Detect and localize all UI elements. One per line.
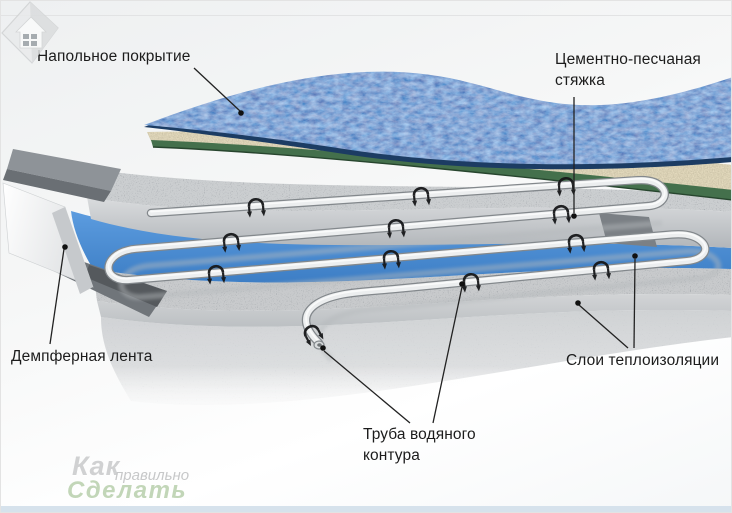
pipe-highlight <box>107 177 707 343</box>
leader-pipe-end <box>323 350 411 424</box>
underlay-tan-layer <box>147 131 731 192</box>
bottom-strip <box>1 506 731 512</box>
label-screed-line1: Цементно-песчаная <box>555 51 701 68</box>
label-insulation: Слои теплоизоляции <box>566 352 720 369</box>
label-pipe: Труба водяного контура <box>363 424 476 466</box>
base-slab <box>101 309 731 405</box>
label-pipe-line1: Труба водяного <box>363 426 476 443</box>
leader-dot <box>320 345 326 351</box>
pipe-end-bore <box>317 343 322 347</box>
floor-covering-surface <box>144 71 731 170</box>
damper-tape-strip <box>2 149 121 294</box>
screed-top-surface <box>57 164 731 212</box>
heating-pipe <box>104 175 722 363</box>
leader-floor-covering <box>193 67 241 112</box>
watermark-word-kak: Как <box>72 451 121 481</box>
leader-dot <box>632 253 638 259</box>
edge-slab-band <box>7 149 121 191</box>
leader-pipe-run <box>432 286 463 424</box>
leader-dot <box>459 281 465 287</box>
label-screed-line2: стяжка <box>555 72 605 89</box>
label-damper-tape: Демпферная лента <box>11 348 153 365</box>
insulation-front-face <box>97 293 731 327</box>
label-pipe-line2: контура <box>363 447 420 464</box>
logo-house-icon <box>1 1 59 64</box>
damper-tape-edge <box>52 207 93 294</box>
leader-dot <box>571 213 577 219</box>
leader-damper-tape <box>49 248 65 345</box>
label-floor-covering: Напольное покрытие <box>37 48 191 65</box>
label-screed: Цементно-песчаная стяжка <box>555 49 701 91</box>
leader-dot <box>575 300 581 306</box>
base-surface <box>101 309 731 405</box>
leader-dot <box>62 244 68 250</box>
watermark-word-sdelat: Сделать <box>67 477 188 504</box>
leader-insulation-upper <box>633 258 636 349</box>
leader-dots <box>62 110 638 351</box>
underlay-green-layer <box>151 140 731 201</box>
leader-insulation-lower <box>578 304 629 349</box>
leader-lines <box>49 67 636 424</box>
edge-slab-band-dark <box>3 169 111 202</box>
covering-top <box>144 71 731 165</box>
watermark-word-pravilno: правильно <box>115 467 190 484</box>
leader-dot <box>238 110 244 116</box>
top-divider <box>1 15 731 16</box>
